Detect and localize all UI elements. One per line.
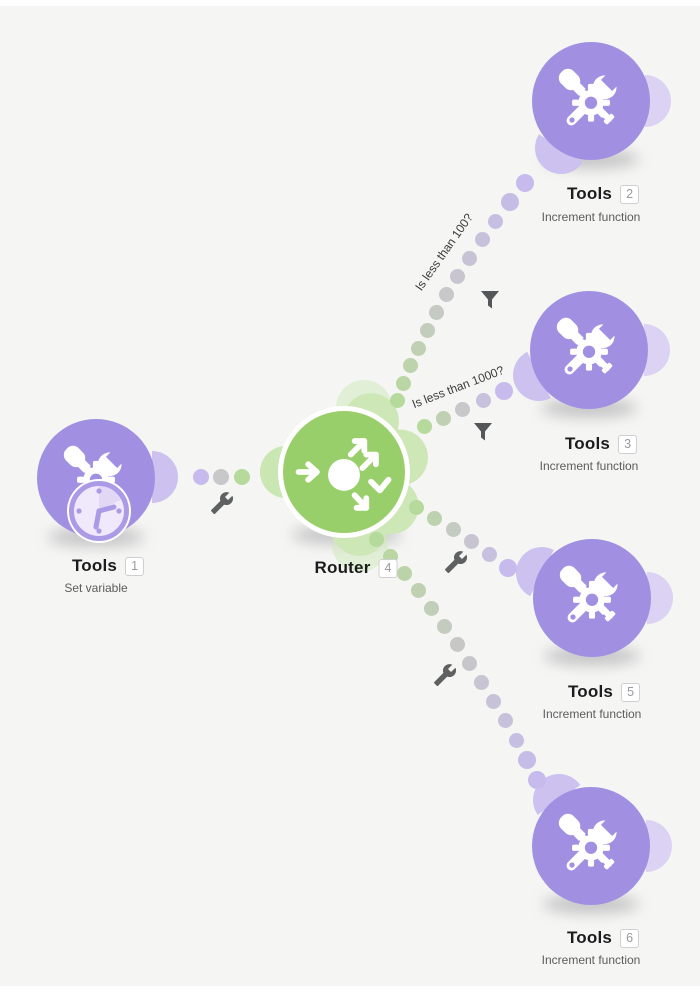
route-dot — [528, 771, 547, 790]
module-number-badge: 6 — [620, 928, 640, 948]
route-dot — [213, 469, 230, 485]
router-icon — [295, 438, 392, 511]
module-subtitle: Increment function — [541, 210, 641, 224]
route-dot — [462, 655, 478, 671]
route-dot — [439, 287, 455, 303]
route-dot — [445, 522, 461, 538]
route-dot — [410, 583, 426, 599]
route-dot — [495, 382, 513, 400]
tools-icon — [553, 314, 622, 382]
label-router-4: Router 4 — [315, 558, 398, 578]
route-dot — [474, 232, 490, 248]
route-dot — [397, 565, 413, 581]
module-tools-2[interactable] — [532, 42, 650, 160]
route-dot — [486, 693, 502, 709]
route-dot — [517, 751, 536, 770]
route-dot — [396, 375, 412, 391]
module-number-badge: 5 — [621, 682, 641, 702]
route-dot — [482, 547, 498, 563]
route-dot — [450, 268, 466, 284]
route-dot — [403, 358, 419, 374]
module-tools-6[interactable] — [532, 787, 650, 905]
tools-icon — [555, 810, 624, 878]
connection-wrench-icon[interactable] — [433, 663, 457, 687]
label-tools-5: Tools 5 — [567, 682, 641, 702]
module-tools-5[interactable] — [533, 539, 651, 657]
module-subtitle: Set variable — [64, 581, 128, 595]
filter-funnel-icon[interactable] — [479, 290, 501, 312]
connection-wrench-icon[interactable] — [210, 491, 234, 515]
module-name: Tools — [71, 556, 118, 575]
route-dot — [428, 305, 444, 321]
module-router-4[interactable] — [278, 406, 410, 538]
tools-icon — [556, 562, 625, 630]
bottom-edge — [0, 986, 700, 993]
route-dot — [474, 674, 490, 690]
clock-tool-badge-icon — [66, 478, 132, 549]
module-name: Tools — [566, 184, 613, 203]
route-dot — [390, 393, 406, 409]
route-dot — [408, 500, 424, 516]
module-subtitle: Increment function — [542, 707, 642, 721]
route-dot — [488, 213, 504, 229]
route-dot — [475, 392, 491, 408]
module-name: Tools — [566, 928, 613, 947]
label-tools-2: Tools 2 — [566, 184, 640, 204]
route-dot — [499, 559, 517, 577]
route-dot — [449, 637, 465, 653]
module-subtitle: Increment function — [541, 953, 641, 967]
module-name: Tools — [567, 682, 614, 701]
tools-icon — [555, 65, 624, 133]
label-tools-1: Tools 1 — [71, 556, 145, 576]
route-dot — [515, 174, 534, 193]
output-port-tools1[interactable] — [152, 451, 178, 503]
filter-funnel-icon[interactable] — [472, 422, 494, 444]
module-tools-3[interactable] — [530, 291, 648, 409]
route-dot — [461, 250, 477, 266]
label-tools-6: Tools 6 — [566, 928, 640, 948]
label-tools-3: Tools 3 — [564, 434, 638, 454]
module-number-badge: 1 — [125, 556, 145, 576]
connection-wrench-icon[interactable] — [444, 550, 468, 574]
route-dot — [416, 419, 432, 435]
route-dot — [424, 601, 440, 617]
route-dot — [419, 323, 435, 339]
route-dot — [193, 469, 209, 485]
module-number-badge: 2 — [620, 184, 640, 204]
route-dot — [368, 531, 384, 547]
top-edge — [0, 0, 700, 6]
module-name: Tools — [564, 434, 611, 453]
route-dot — [427, 510, 443, 526]
module-number-badge: 3 — [618, 434, 638, 454]
route-dot — [435, 410, 451, 426]
route-dot — [234, 469, 250, 485]
route-dot — [455, 402, 471, 418]
route-dot — [410, 340, 426, 356]
module-number-badge: 4 — [378, 558, 398, 578]
route-dot — [497, 713, 513, 729]
route-dot — [500, 193, 519, 212]
route-dot — [437, 619, 453, 635]
module-name: Router — [314, 558, 371, 577]
module-subtitle: Increment function — [539, 459, 639, 473]
route-dot — [508, 732, 524, 748]
route-dot — [464, 534, 480, 550]
